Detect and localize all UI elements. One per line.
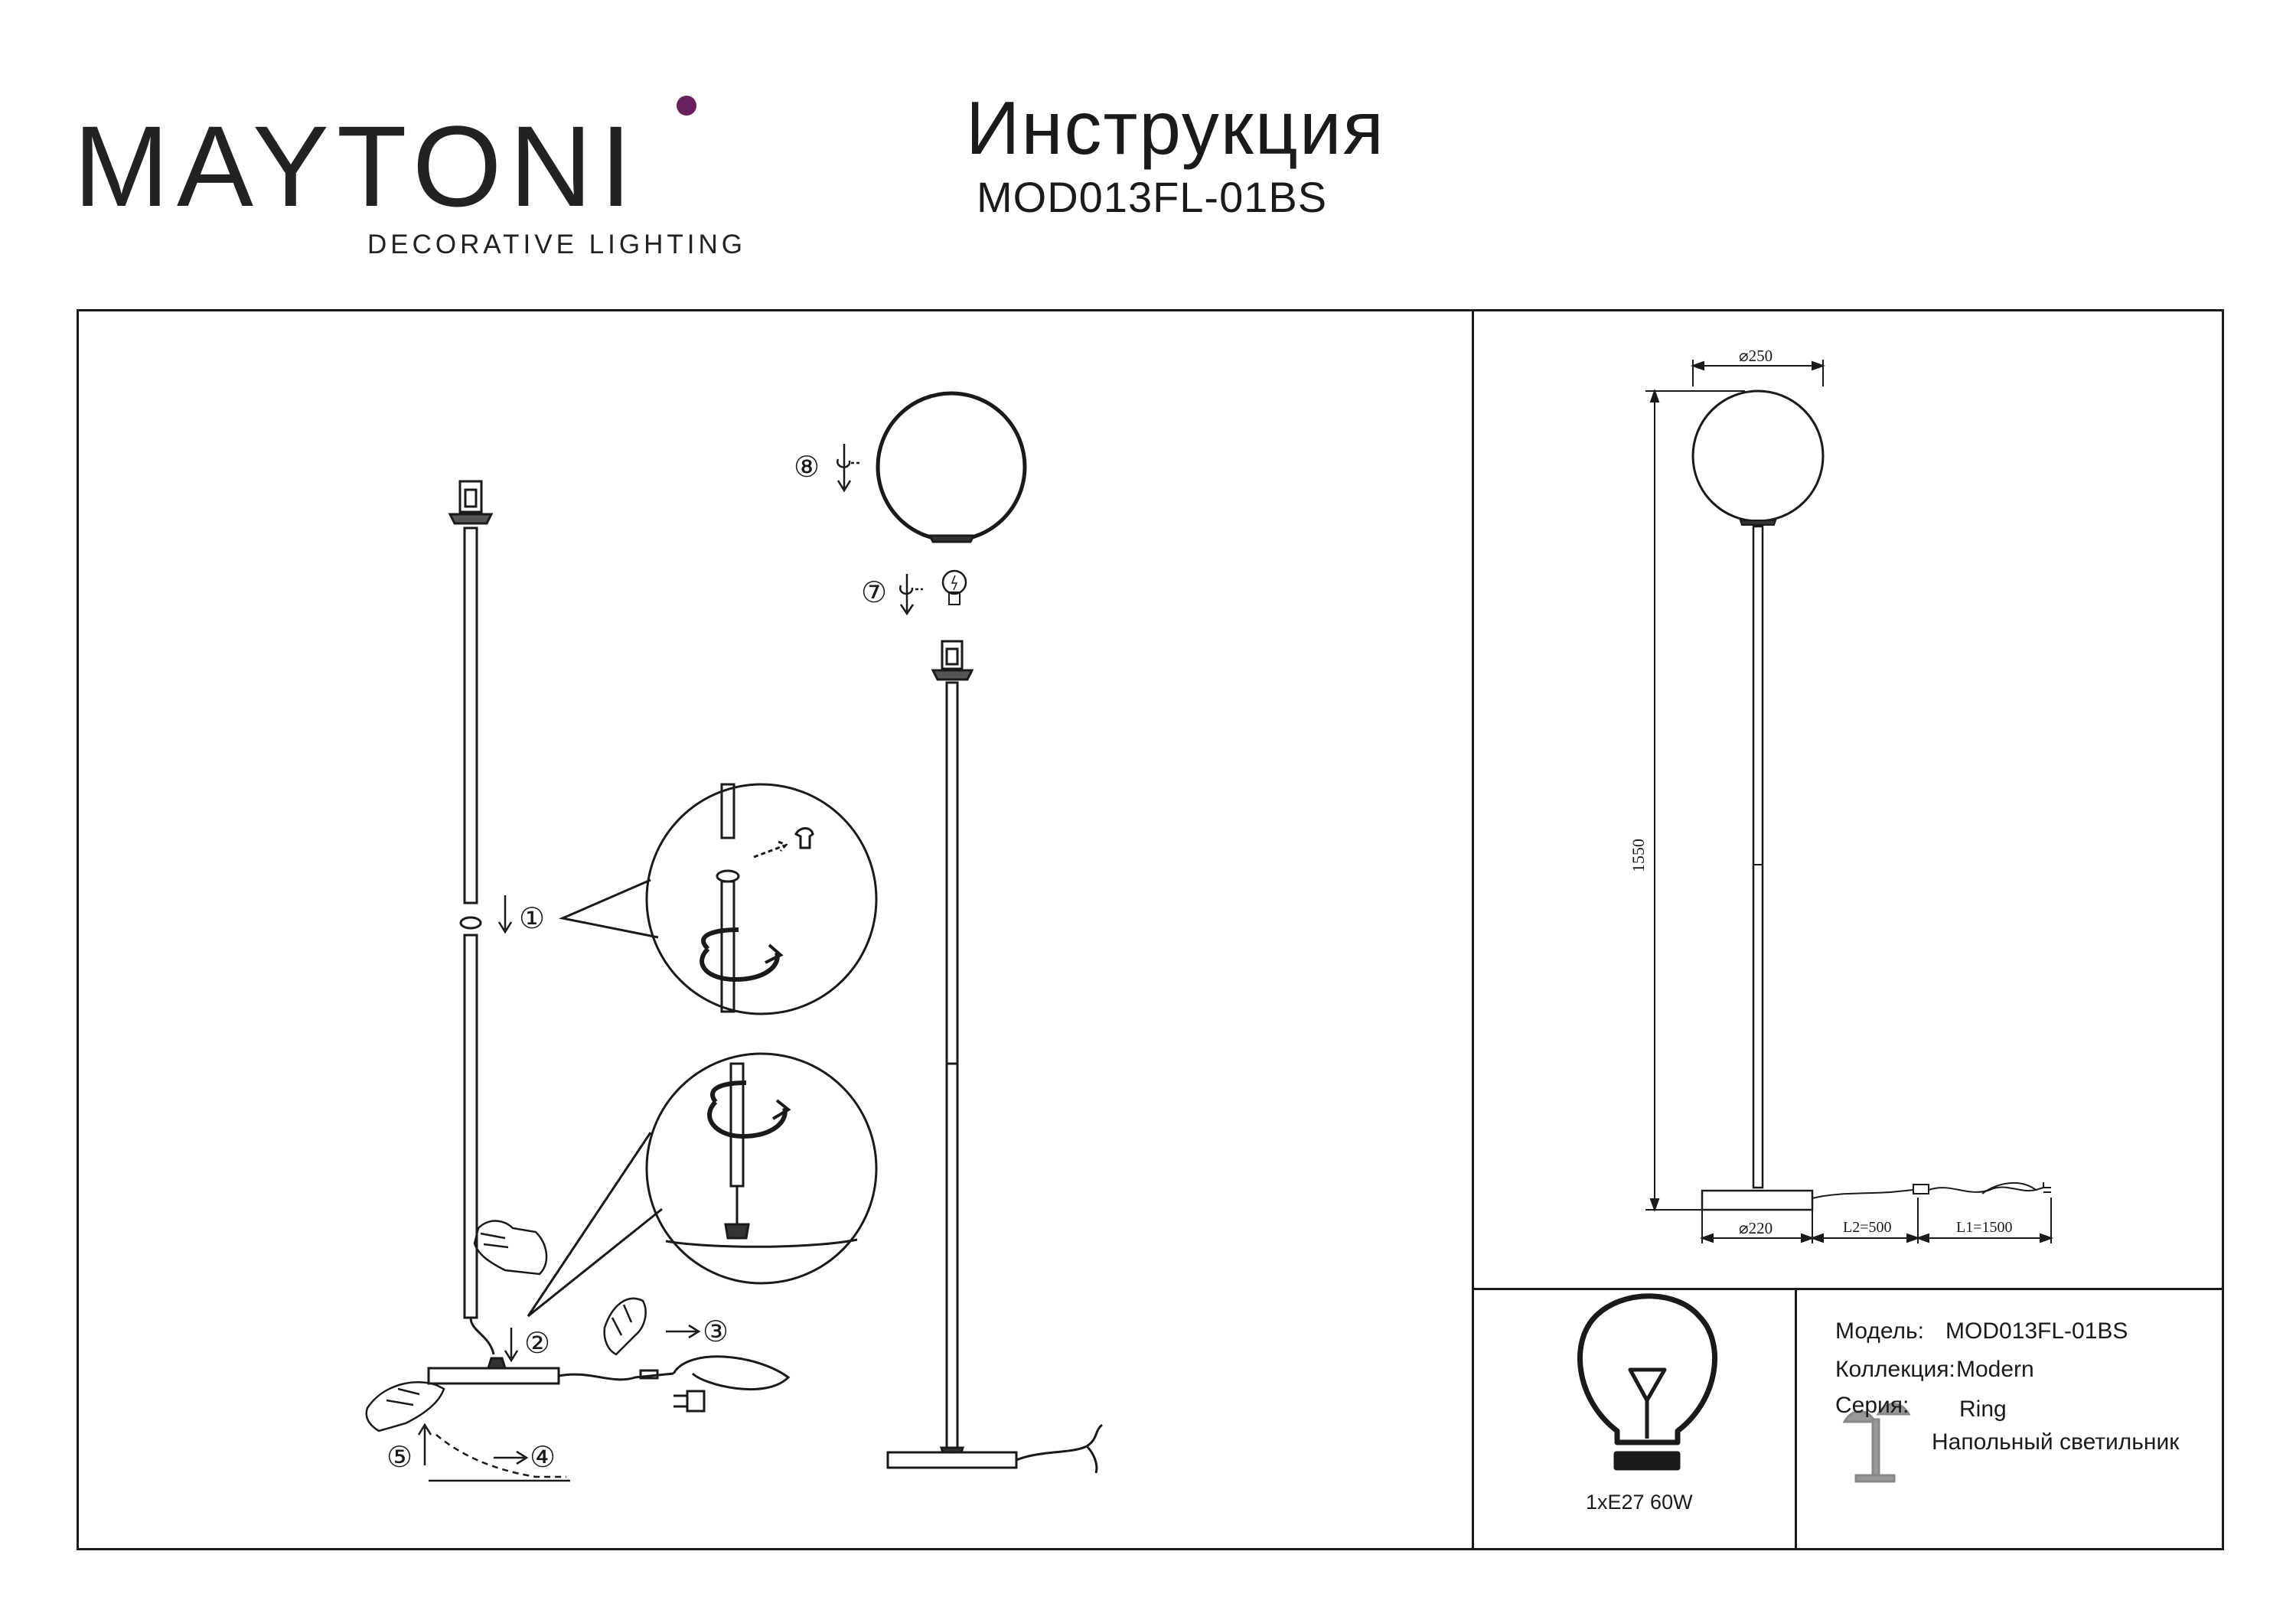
dim-cable-l1: L1=1500 bbox=[1956, 1219, 2013, 1236]
step-8-label: ⑧ bbox=[794, 451, 820, 484]
step-arrows bbox=[417, 895, 701, 1482]
spec-series-label: Серия: bbox=[1835, 1393, 1910, 1418]
spec-model-value: MOD013FL-01BS bbox=[1945, 1318, 2128, 1344]
spec-collection-label: Коллекция: bbox=[1835, 1357, 1955, 1382]
bulb-spec-label: 1xE27 60W bbox=[1586, 1491, 1693, 1514]
model-heading: MOD013FL-01BS bbox=[977, 173, 1328, 221]
spec-model-label: Модель: bbox=[1835, 1318, 1925, 1344]
spec-series-value: Ring bbox=[1959, 1396, 2007, 1422]
dim-height: 1550 bbox=[1629, 839, 1648, 872]
dimension-drawing bbox=[1645, 360, 2053, 1243]
divider-vertical bbox=[1472, 309, 1474, 1550]
lightbulb-icon bbox=[1577, 1293, 1717, 1471]
detail-callout-2 bbox=[527, 1052, 878, 1318]
step-7-label: ⑦ bbox=[861, 577, 888, 609]
lamp-assembled bbox=[837, 391, 1104, 1474]
dim-base-diameter: ⌀220 bbox=[1739, 1219, 1773, 1237]
spec-type-value: Напольный светильник bbox=[1932, 1429, 2180, 1455]
divider-specs bbox=[1795, 1288, 1797, 1550]
step-2-label: ② bbox=[524, 1328, 551, 1360]
brand-tagline: DECORATIVE LIGHTING bbox=[367, 230, 746, 259]
step-4-label: ④ bbox=[530, 1442, 556, 1474]
pole-exploded bbox=[427, 480, 791, 1413]
page-title: Инструкция bbox=[966, 86, 1385, 170]
brand-logo: MAYTONI bbox=[73, 102, 640, 230]
hand-illustration bbox=[365, 1220, 647, 1432]
step-3-label: ③ bbox=[703, 1316, 729, 1348]
logo-dot-icon bbox=[677, 96, 696, 116]
instruction-frame bbox=[77, 309, 2224, 1550]
floor-lamp-icon bbox=[1842, 1403, 1911, 1483]
dim-cable-l2: L2=500 bbox=[1843, 1219, 1892, 1236]
step-5-label: ⑤ bbox=[386, 1442, 413, 1474]
spec-collection-value: Modern bbox=[1956, 1357, 2034, 1382]
detail-callout-1 bbox=[559, 783, 878, 1015]
step-1-label: ① bbox=[519, 903, 546, 935]
dim-shade-diameter: ⌀250 bbox=[1739, 347, 1773, 365]
divider-horizontal bbox=[1472, 1288, 2224, 1290]
